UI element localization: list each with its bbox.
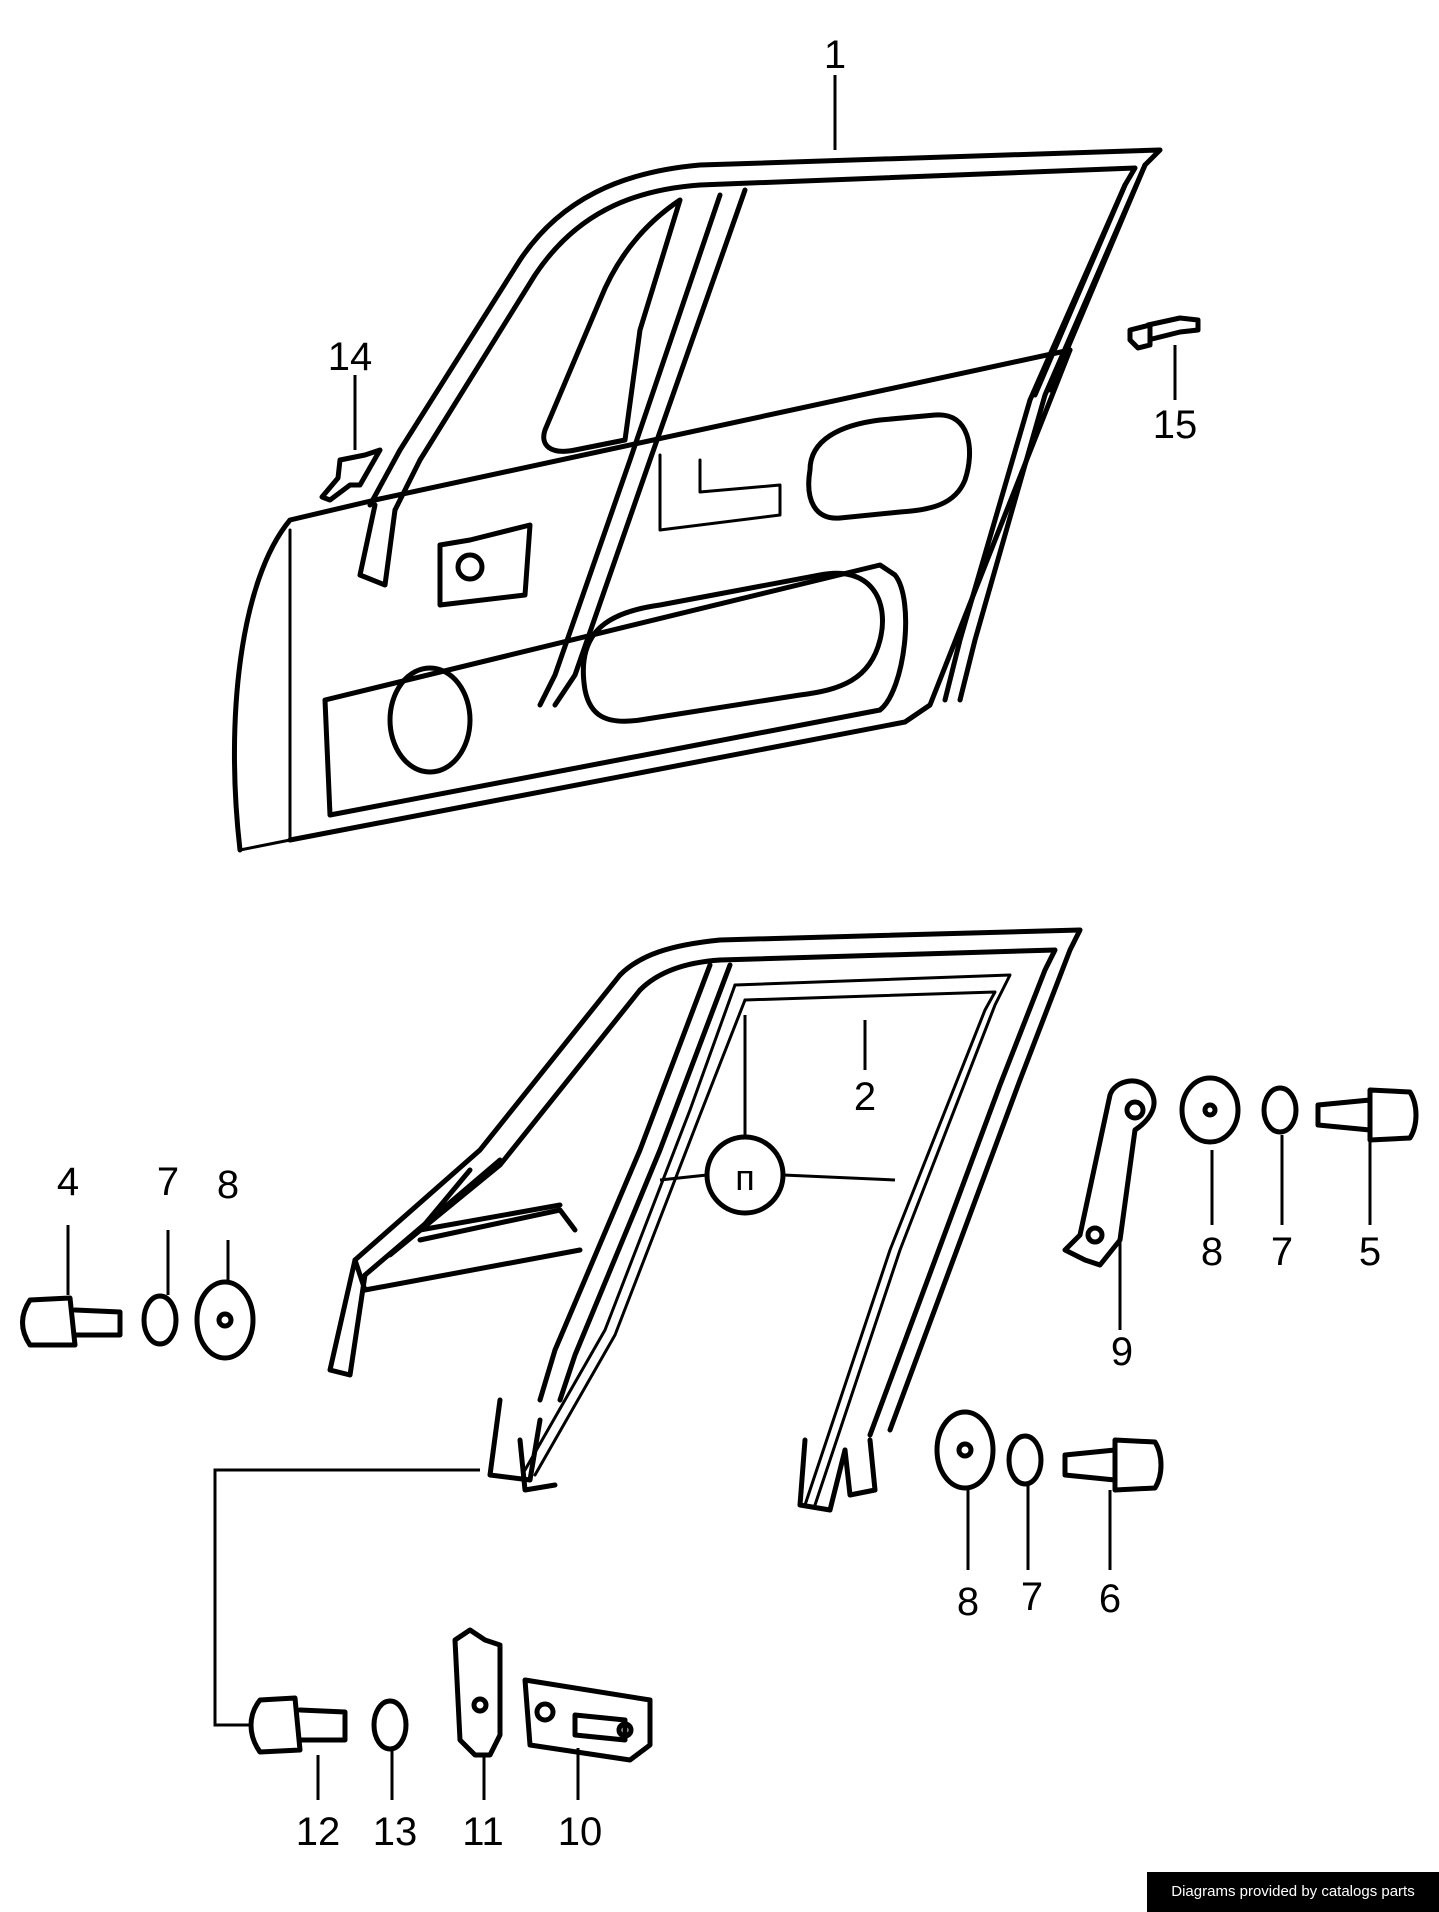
- label-part-8-right-upper: 8: [1201, 1230, 1223, 1274]
- label-part-5: 5: [1359, 1230, 1381, 1274]
- hardware-set-bottom: [213, 1468, 653, 1763]
- label-part-8-left: 8: [217, 1163, 239, 1207]
- label-part-8-right-lower: 8: [957, 1580, 979, 1624]
- label-part-7-left: 7: [157, 1160, 179, 1204]
- label-part-15: 15: [1153, 403, 1198, 447]
- callout-circle: п: [659, 1015, 896, 1216]
- label-part-4: 4: [57, 1160, 79, 1204]
- label-part-12: 12: [296, 1810, 341, 1854]
- credit-banner: Diagrams provided by catalogs parts: [1147, 1872, 1439, 1912]
- hardware-set-right-lower: [934, 1409, 1164, 1493]
- label-part-1: 1: [824, 33, 846, 77]
- hardware-set-left: [20, 1279, 256, 1361]
- part-9-bracket: [1062, 1078, 1157, 1268]
- label-part-14: 14: [328, 335, 373, 379]
- label-part-6: 6: [1099, 1577, 1121, 1621]
- label-part-11: 11: [462, 1810, 504, 1854]
- label-part-7-right-upper: 7: [1271, 1230, 1293, 1274]
- label-part-9: 9: [1111, 1330, 1133, 1374]
- callout-label: п: [735, 1157, 755, 1198]
- door-assembly: [231, 147, 1163, 853]
- window-frame-assembly: [327, 927, 1083, 1513]
- leader-lines: [66, 75, 1372, 1800]
- part-14-shape: [319, 447, 383, 503]
- label-part-7-right-lower: 7: [1021, 1575, 1043, 1619]
- hardware-set-right-upper: [1179, 1075, 1419, 1145]
- label-part-13: 13: [373, 1810, 418, 1854]
- label-part-2: 2: [854, 1075, 876, 1119]
- part-15-clip: [1127, 315, 1201, 351]
- part-labels: 1 14 15 2 4 7 8 8 7 5 9 8 7 6 12 13 11 1…: [57, 33, 1381, 1854]
- label-part-10: 10: [558, 1810, 603, 1854]
